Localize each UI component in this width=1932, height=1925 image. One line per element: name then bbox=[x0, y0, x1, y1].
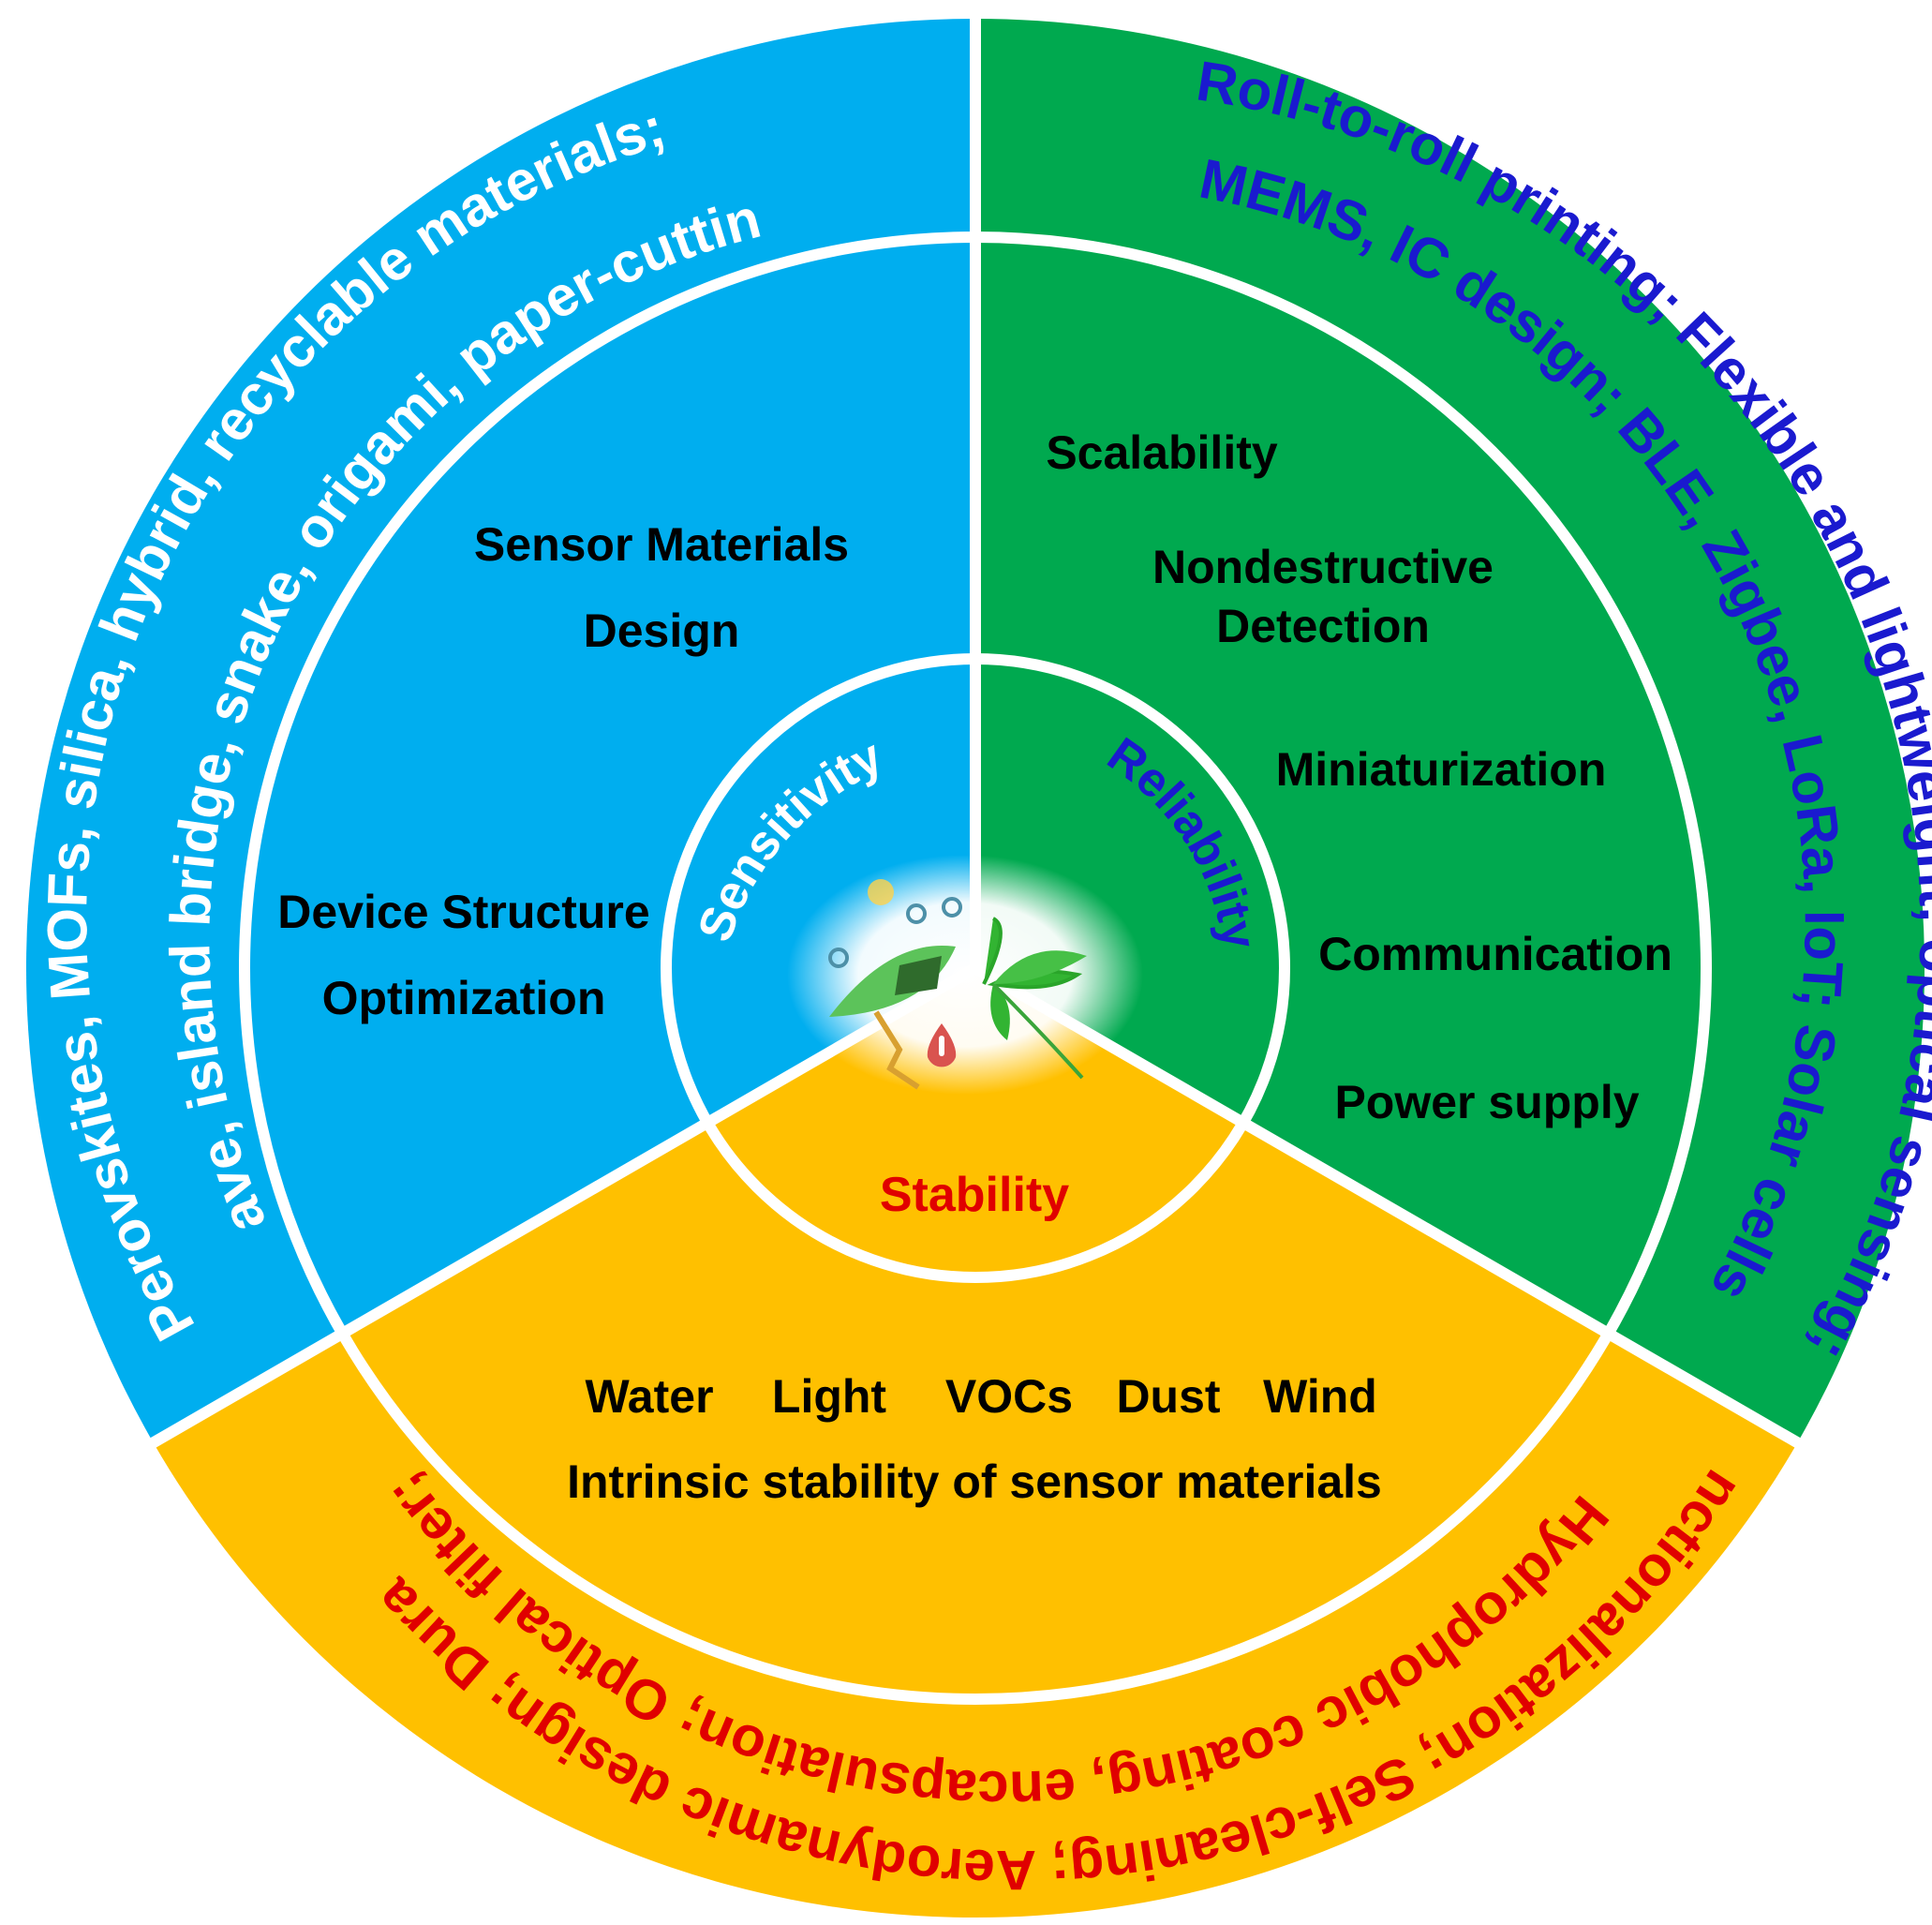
leaf-sensor-icon bbox=[829, 917, 1087, 1090]
divider-right bbox=[973, 962, 1805, 1451]
molecule-icon bbox=[828, 897, 962, 968]
sensitivity-item: Device Structure bbox=[277, 886, 649, 938]
stability-items: Water Light VOCs Dust Wind Intrinsic sta… bbox=[567, 1370, 1382, 1508]
sensitivity-item: Sensor Materials bbox=[474, 518, 849, 571]
stability-factor-light: Light bbox=[772, 1370, 887, 1423]
ring-inner bbox=[661, 653, 1290, 1283]
sensitivity-item: Design bbox=[584, 604, 740, 657]
sensitivity-item: Optimization bbox=[322, 972, 606, 1024]
sensitivity-sector bbox=[25, 19, 976, 1443]
sensitivity-items: Sensor Materials Design Device Structure… bbox=[277, 518, 849, 1024]
stability-factor-water: Water bbox=[585, 1370, 713, 1423]
thermometer-drop-icon bbox=[927, 1023, 957, 1067]
reliability-item: Detection bbox=[1216, 600, 1430, 652]
reliability-item: Communication bbox=[1318, 928, 1672, 980]
stability-factor-dust: Dust bbox=[1116, 1370, 1220, 1423]
stability-factor-vocs: VOCs bbox=[945, 1370, 1073, 1423]
sun-icon bbox=[868, 879, 894, 905]
center-glow bbox=[787, 855, 1143, 1095]
reliability-items: Scalability Nondestructive Detection Min… bbox=[1046, 426, 1672, 1128]
reliability-item: Miniaturization bbox=[1276, 743, 1607, 796]
reliability-item: Power supply bbox=[1334, 1076, 1639, 1128]
reliability-item: Nondestructive bbox=[1152, 541, 1494, 593]
center-illustration bbox=[787, 855, 1143, 1095]
core-stability-label: Stability bbox=[880, 1168, 1069, 1222]
stability-factor-wind: Wind bbox=[1263, 1370, 1377, 1423]
ring-middle bbox=[239, 231, 1712, 1705]
stability-intrinsic: Intrinsic stability of sensor materials bbox=[567, 1455, 1382, 1508]
reliability-item: Scalability bbox=[1046, 426, 1278, 479]
reliability-sector bbox=[975, 19, 1925, 1443]
